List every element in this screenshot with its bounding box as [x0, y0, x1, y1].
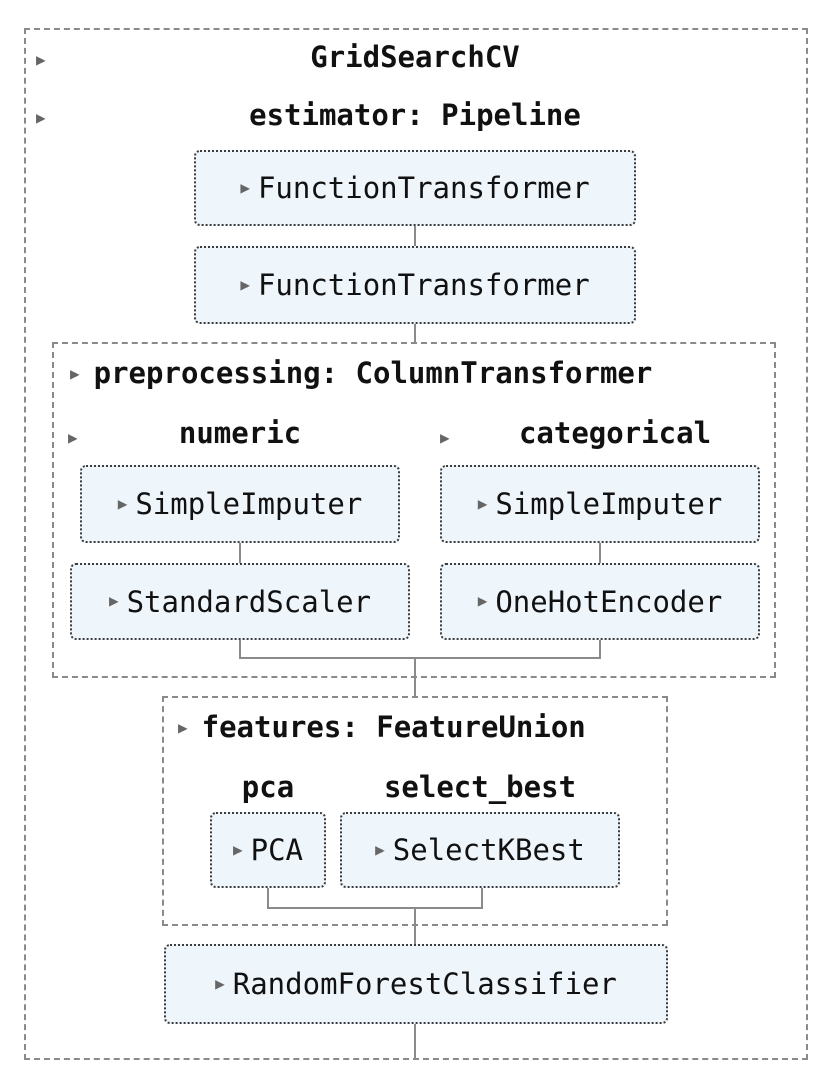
expand-arrow-icon: ▶ — [117, 493, 128, 513]
expand-arrow-icon: ▶ — [477, 591, 488, 610]
pca-label: PCA — [250, 833, 304, 867]
numeric-simple-imputer-label: SimpleImputer — [135, 487, 363, 521]
numeric-toggle-icon[interactable]: ▶ — [68, 428, 78, 447]
categorical-simple-imputer-label: SimpleImputer — [495, 487, 723, 521]
categorical-title[interactable]: categorical — [518, 416, 712, 450]
pca-title[interactable]: pca — [241, 770, 295, 804]
preprocessing-container — [52, 342, 776, 678]
expand-arrow-icon: ▶ — [240, 274, 250, 294]
features-title-label: features: FeatureUnion — [201, 710, 586, 744]
one-hot-encoder-node[interactable]: ▶ OneHotEncoder — [440, 563, 760, 640]
random-forest-classifier-node[interactable]: ▶ RandomForestClassifier — [164, 944, 668, 1024]
expand-arrow-icon: ▶ — [477, 493, 488, 513]
random-forest-classifier-label: RandomForestClassifier — [232, 967, 617, 1001]
function-transformer-2-node[interactable]: ▶ FunctionTransformer — [194, 246, 636, 324]
gridsearchcv-container — [24, 28, 808, 1060]
function-transformer-2-label: FunctionTransformer — [257, 268, 590, 302]
expand-arrow-icon: ▶ — [215, 973, 225, 993]
numeric-title[interactable]: numeric — [178, 416, 302, 450]
expand-arrow-icon: ▶ — [240, 177, 250, 197]
expand-arrow-icon: ▶ — [70, 363, 80, 383]
preprocessing-title[interactable]: ▶ preprocessing: ColumnTransformer — [70, 356, 652, 390]
features-container — [162, 696, 668, 926]
select-kbest-label: SelectKBest — [392, 833, 585, 867]
expand-arrow-icon: ▶ — [232, 839, 243, 859]
one-hot-encoder-label: OneHotEncoder — [495, 584, 723, 619]
function-transformer-1-label: FunctionTransformer — [257, 171, 590, 205]
features-title[interactable]: ▶ features: FeatureUnion — [178, 710, 586, 744]
categorical-simple-imputer-node[interactable]: ▶ SimpleImputer — [440, 465, 760, 543]
select-kbest-node[interactable]: ▶ SelectKBest — [340, 812, 620, 888]
expand-arrow-icon: ▶ — [375, 839, 385, 859]
function-transformer-1-node[interactable]: ▶ FunctionTransformer — [194, 150, 636, 226]
pca-node[interactable]: ▶ PCA — [210, 812, 326, 888]
select-best-title[interactable]: select_best — [383, 770, 577, 804]
standard-scaler-label: StandardScaler — [126, 584, 372, 619]
expand-arrow-icon: ▶ — [178, 717, 188, 737]
categorical-toggle-icon[interactable]: ▶ — [440, 428, 450, 447]
gridsearchcv-toggle-icon[interactable]: ▶ — [36, 50, 46, 69]
expand-arrow-icon: ▶ — [108, 591, 119, 610]
gridsearchcv-title[interactable]: GridSearchCV — [310, 40, 520, 74]
numeric-simple-imputer-node[interactable]: ▶ SimpleImputer — [80, 465, 400, 543]
estimator-toggle-icon[interactable]: ▶ — [36, 108, 46, 127]
preprocessing-title-label: preprocessing: ColumnTransformer — [93, 356, 653, 390]
estimator-pipeline-title[interactable]: estimator: Pipeline — [249, 98, 581, 132]
standard-scaler-node[interactable]: ▶ StandardScaler — [70, 563, 410, 640]
